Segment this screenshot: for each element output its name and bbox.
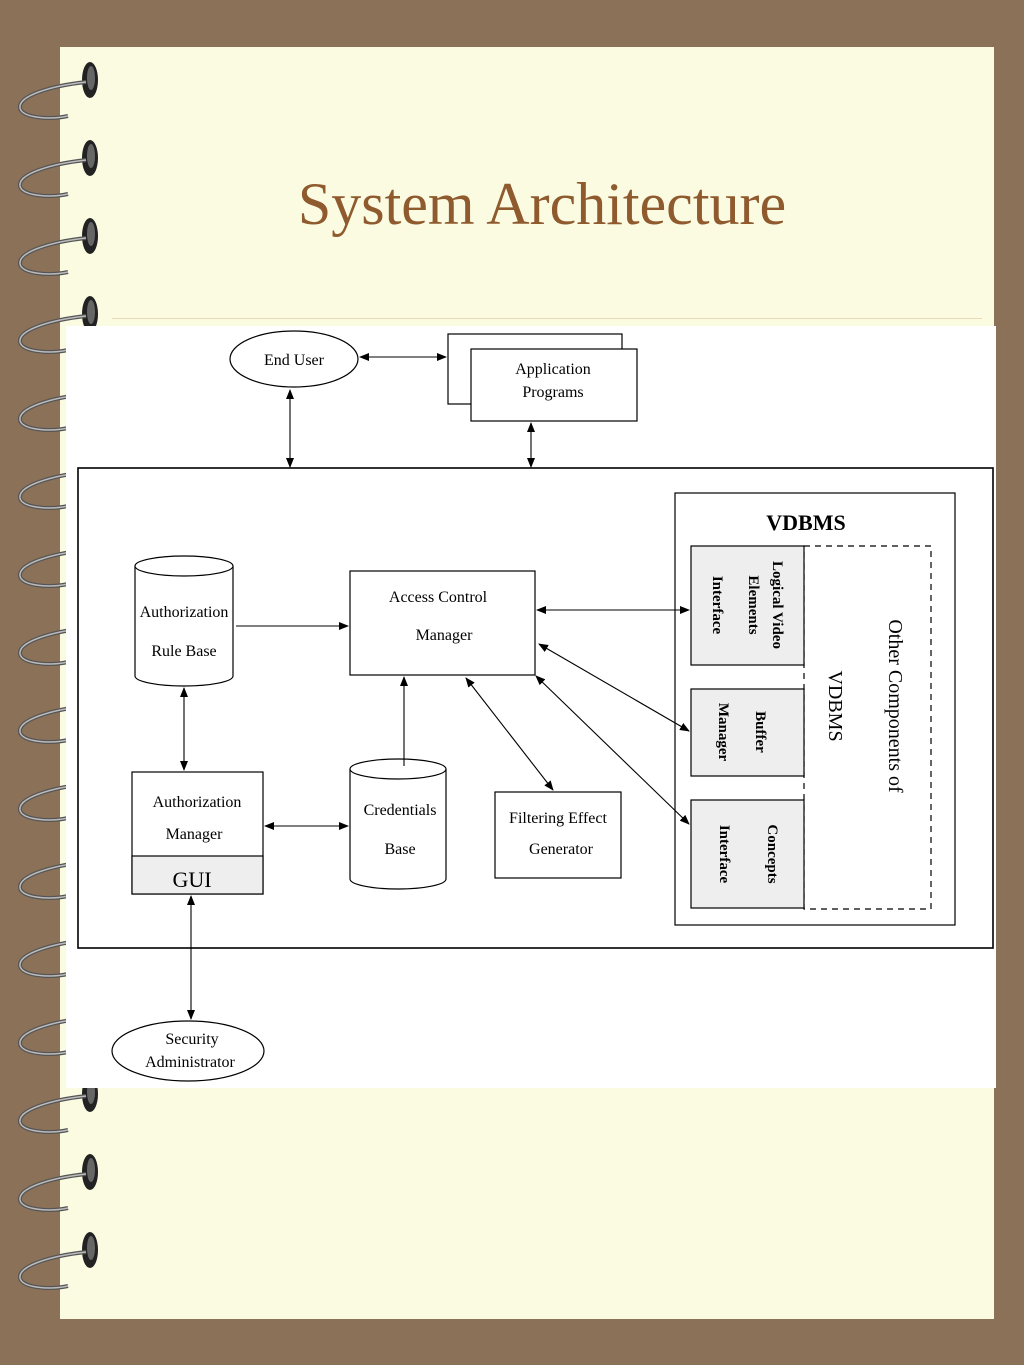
spiral-ring [10, 1230, 100, 1300]
buffer-manager-label-1: Buffer [752, 711, 768, 753]
arrow-acm-filtering [465, 677, 554, 791]
credentials-base-label-1: Credentials [364, 802, 437, 819]
authorization-rule-base-label-2: Rule Base [151, 643, 216, 660]
other-components-label-2: VDBMS [824, 670, 846, 741]
filtering-effect-generator-label-1: Filtering Effect [509, 810, 607, 827]
access-control-manager-label-1: Access Control [389, 589, 488, 606]
authorization-rule-base-node [134, 566, 234, 687]
architecture-diagram-panel: End User Application Programs Authorizat… [66, 326, 996, 1088]
end-user-label: End User [264, 352, 325, 369]
architecture-diagram: End User Application Programs Authorizat… [77, 330, 994, 1082]
buffer-manager-label-2: Manager [715, 703, 731, 762]
other-components-region [803, 545, 932, 910]
filtering-effect-generator-label-2: Generator [529, 841, 594, 858]
authorization-rule-base-label-1: Authorization [140, 604, 229, 621]
slide-title: System Architecture [297, 171, 787, 237]
spiral-ring [10, 1152, 100, 1222]
arrow-acm-concepts [535, 675, 690, 825]
application-programs-label-2: Programs [522, 384, 583, 401]
access-control-manager-node [349, 570, 536, 676]
concepts-interface-node [690, 799, 805, 909]
filtering-effect-generator-node [494, 791, 622, 879]
vdbms-title: VDBMS [766, 510, 845, 535]
logical-video-label-3: Interface [709, 576, 725, 635]
title-divider [112, 318, 982, 319]
other-components-label-1: Other Components of [884, 619, 906, 793]
buffer-manager-node [690, 688, 805, 777]
security-administrator-label-2: Administrator [145, 1054, 235, 1071]
authorization-manager-label-1: Authorization [153, 794, 242, 811]
concepts-interface-label-2: Interface [716, 825, 732, 884]
spiral-ring [10, 138, 100, 208]
arrow-acm-buffer [538, 643, 690, 732]
system-boundary [77, 467, 994, 949]
authorization-manager-label-2: Manager [166, 826, 224, 843]
logical-video-label-2: Elements [745, 575, 761, 634]
security-administrator-label-1: Security [165, 1031, 218, 1048]
credentials-base-node [349, 769, 447, 890]
spiral-ring [10, 294, 100, 364]
security-administrator-node [111, 1020, 265, 1082]
gui-label: GUI [172, 867, 211, 892]
access-control-manager-label-2: Manager [416, 627, 474, 644]
credentials-base-label-2: Base [384, 841, 415, 858]
spiral-ring [10, 216, 100, 286]
spiral-ring [10, 60, 100, 130]
end-user-node [229, 330, 359, 388]
application-programs-label-1: Application [515, 361, 591, 378]
logical-video-label-1: Logical Video [769, 561, 785, 649]
application-programs-node [470, 348, 638, 422]
logical-video-elements-interface-node [690, 545, 805, 666]
gui-node [131, 855, 264, 895]
concepts-interface-label-1: Concepts [764, 824, 780, 883]
